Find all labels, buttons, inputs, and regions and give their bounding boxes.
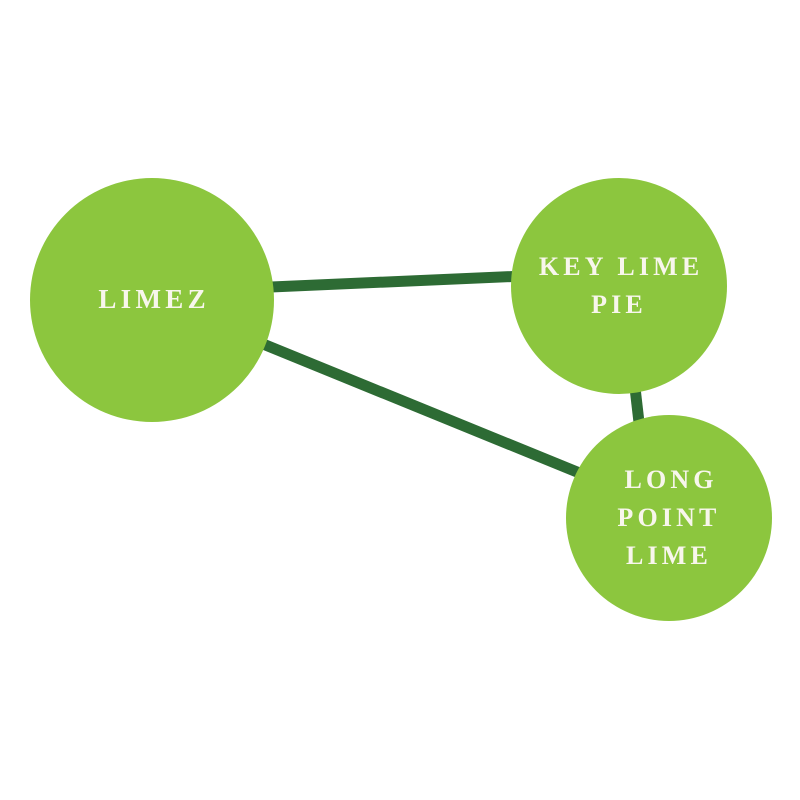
node-key-lime-pie: KEY LIME PIE <box>511 178 727 394</box>
node-long-point-lime: LONG POINT LIME <box>566 415 772 621</box>
node-limez: LIMEZ <box>30 178 274 422</box>
node-limez-label: LIMEZ <box>98 284 210 315</box>
node-key-lime-pie-label: KEY LIME PIE <box>538 252 704 319</box>
node-long-point-lime-label: LONG POINT LIME <box>617 465 721 570</box>
